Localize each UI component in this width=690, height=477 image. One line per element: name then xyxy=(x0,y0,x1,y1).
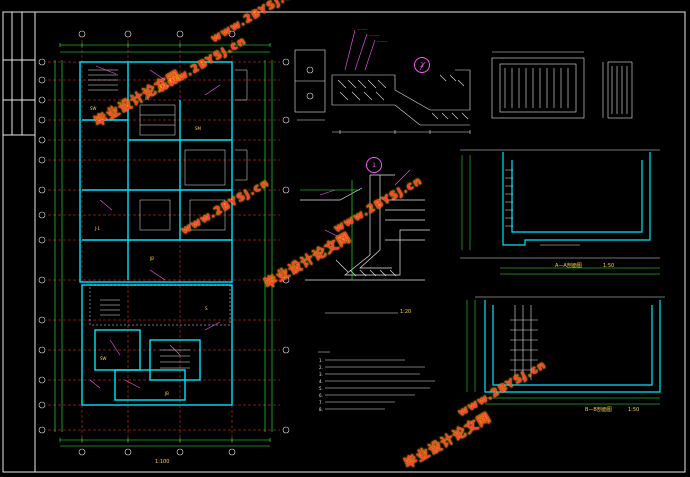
plan-scale-label: 1:100 xyxy=(155,459,170,465)
pit-section xyxy=(300,169,430,281)
pit-section-scale: 1:20 xyxy=(400,309,412,315)
drawing-frame xyxy=(2,11,686,473)
svg-text:———: ——— xyxy=(369,33,380,37)
plan-details xyxy=(88,69,248,369)
section-bb-label: B—B剖面图 xyxy=(585,407,612,413)
svg-text:W: W xyxy=(145,96,149,101)
svg-text:5.: 5. xyxy=(319,386,323,391)
ground-section: ————————— xyxy=(331,27,471,134)
svg-text:2.: 2. xyxy=(319,365,323,370)
floor-plan: SW W SM J-1JB SW JB S xyxy=(38,30,290,456)
svg-text:J-1: J-1 xyxy=(94,226,100,231)
plan-walls xyxy=(79,61,233,406)
svg-text:———: ——— xyxy=(377,39,388,43)
section-aa-scale: 1:50 xyxy=(603,263,615,269)
svg-text:7.: 7. xyxy=(319,400,323,405)
axis-grid xyxy=(48,40,280,445)
svg-text:6.: 6. xyxy=(319,393,323,398)
svg-text:S: S xyxy=(205,306,208,311)
section-bb xyxy=(466,296,665,405)
notes-markers: 1. 2. 3. 4. 5. 6. 7. 8. xyxy=(319,358,323,412)
svg-text:SW: SW xyxy=(100,356,107,361)
section-aa-label: A—A剖面图 xyxy=(555,263,582,269)
plan-labels: SW W SM J-1JB SW JB S xyxy=(90,96,208,396)
svg-text:3.: 3. xyxy=(319,372,323,377)
section-bb-scale: 1:50 xyxy=(628,407,640,413)
svg-text:1.: 1. xyxy=(319,358,323,363)
detail-marker-1: 1 xyxy=(366,157,382,173)
section-aa xyxy=(460,149,660,275)
notes-block xyxy=(318,312,435,410)
dimension-lines xyxy=(54,43,273,447)
svg-text:JB: JB xyxy=(149,256,154,261)
detail-top-left xyxy=(294,49,326,121)
detail-marker-2: 2 xyxy=(414,57,430,73)
svg-text:JB: JB xyxy=(164,391,169,396)
plan-annotations xyxy=(89,65,221,389)
svg-text:8.: 8. xyxy=(319,407,323,412)
svg-text:SM: SM xyxy=(195,126,202,131)
axis-bubbles xyxy=(38,30,290,456)
svg-text:SW: SW xyxy=(90,106,97,111)
svg-text:———: ——— xyxy=(357,27,368,31)
grate-detail xyxy=(491,51,633,119)
svg-text:4.: 4. xyxy=(319,379,323,384)
